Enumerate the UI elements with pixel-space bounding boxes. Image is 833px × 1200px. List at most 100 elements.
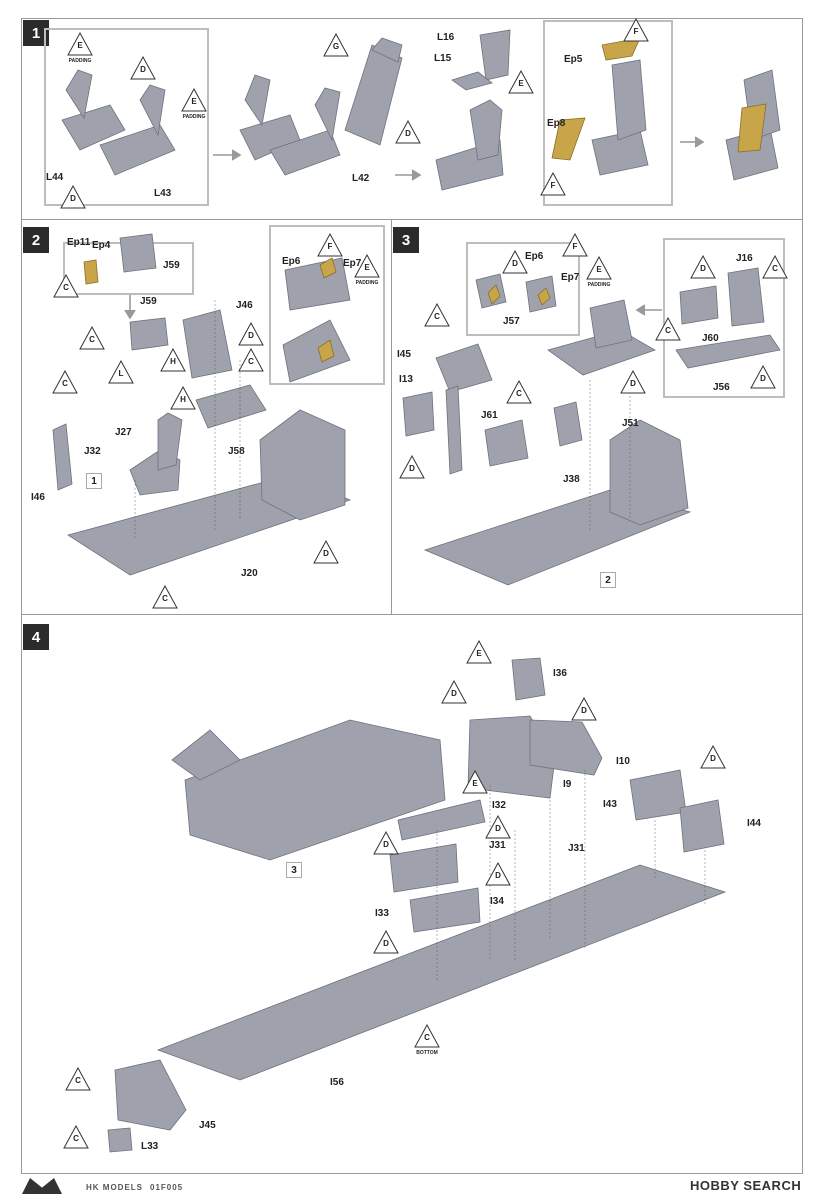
step-number-3: 3 — [393, 227, 419, 253]
step-number-2: 2 — [23, 227, 49, 253]
callout-D: D — [60, 185, 86, 209]
step-4-panel — [21, 614, 803, 1174]
callout-D: D — [395, 120, 421, 144]
callout-D: D — [373, 930, 399, 954]
part-label-I45: I45 — [397, 349, 411, 360]
callout-L: L — [108, 360, 134, 384]
callout-H: H — [160, 348, 186, 372]
part-label-J58: J58 — [228, 446, 245, 457]
part-label-L44: L44 — [46, 172, 64, 183]
part-label-I56: I56 — [330, 1077, 344, 1088]
reference-step-1: 1 — [86, 473, 102, 489]
step1-subassembly-frame — [44, 28, 209, 206]
part-label-Ep7: Ep7 — [343, 258, 362, 269]
callout-D: D — [485, 815, 511, 839]
callout-D: D — [690, 255, 716, 279]
part-label-J51: J51 — [622, 418, 639, 429]
part-label-Ep5: Ep5 — [564, 54, 583, 65]
part-label-L43: L43 — [154, 188, 172, 199]
callout-F: F — [317, 233, 343, 257]
callout-C: C — [63, 1125, 89, 1149]
part-label-L16: L16 — [437, 32, 455, 43]
part-label-I34: I34 — [490, 896, 504, 907]
reference-step-3: 3 — [286, 862, 302, 878]
callout-D: D — [750, 365, 776, 389]
part-label-J61: J61 — [481, 410, 498, 421]
step3-seat-detail-frame — [466, 242, 580, 336]
part-label-J60: J60 — [702, 333, 719, 344]
watermark: HOBBY SEARCH — [690, 1178, 802, 1193]
callout-D: D — [238, 322, 264, 346]
callout-D: D — [571, 697, 597, 721]
callout-F: F — [623, 18, 649, 42]
part-label-Ep11: Ep11 — [67, 237, 91, 248]
callout-C: C — [152, 585, 178, 609]
part-label-J45: J45 — [199, 1120, 216, 1131]
part-label-Ep6: Ep6 — [282, 256, 301, 267]
footer-brand: HK MODELS — [86, 1183, 143, 1192]
callout-D: D — [502, 250, 528, 274]
callout-D: D — [620, 370, 646, 394]
part-label-I33: I33 — [375, 908, 389, 919]
part-label-Ep8: Ep8 — [547, 118, 566, 129]
part-label-J20: J20 — [241, 568, 258, 579]
part-label-J32: J32 — [84, 446, 101, 457]
part-label-I13: I13 — [399, 374, 413, 385]
callout-D: D — [373, 831, 399, 855]
callout-D: D — [399, 455, 425, 479]
part-label-I36: I36 — [553, 668, 567, 679]
part-label-Ep4: Ep4 — [92, 240, 111, 251]
part-label-I10: I10 — [616, 756, 630, 767]
step2-seat-detail-frame — [269, 225, 385, 385]
callout-D: D — [313, 540, 339, 564]
step3-subassembly-frame — [663, 238, 785, 398]
step1-belt-frame — [543, 20, 673, 206]
callout-D: D — [130, 56, 156, 80]
part-label-J27: J27 — [115, 427, 132, 438]
part-label-L33: L33 — [141, 1141, 159, 1152]
callout-C: C — [506, 380, 532, 404]
callout-G: G — [323, 33, 349, 57]
part-label-L15: L15 — [434, 53, 452, 64]
callout-C: C — [424, 303, 450, 327]
part-label-Ep7: Ep7 — [561, 272, 580, 283]
part-label-J57: J57 — [503, 316, 520, 327]
callout-C: C — [65, 1067, 91, 1091]
step-number-4: 4 — [23, 624, 49, 650]
callout-E: E — [462, 770, 488, 794]
callout-D: D — [441, 680, 467, 704]
part-label-I46: I46 — [31, 492, 45, 503]
callout-D: D — [700, 745, 726, 769]
part-label-J59: J59 — [140, 296, 157, 307]
callout-H: H — [170, 386, 196, 410]
part-label-J46: J46 — [236, 300, 253, 311]
part-label-I43: I43 — [603, 799, 617, 810]
part-label-I9: I9 — [563, 779, 572, 790]
part-label-I32: I32 — [492, 800, 506, 811]
callout-F: F — [540, 172, 566, 196]
part-label-J31: J31 — [568, 843, 585, 854]
callout-E: E — [466, 640, 492, 664]
reference-step-2: 2 — [600, 572, 616, 588]
callout-E: E — [508, 70, 534, 94]
callout-C: C — [52, 370, 78, 394]
part-label-J59: J59 — [163, 260, 180, 271]
part-label-J38: J38 — [563, 474, 580, 485]
part-label-J31: J31 — [489, 840, 506, 851]
part-label-Ep6: Ep6 — [525, 251, 544, 262]
callout-C: C — [762, 255, 788, 279]
part-label-I44: I44 — [747, 818, 761, 829]
callout-D: D — [485, 862, 511, 886]
callout-C: C — [79, 326, 105, 350]
callout-C: C — [238, 348, 264, 372]
callout-C: C — [53, 274, 79, 298]
part-label-J16: J16 — [736, 253, 753, 264]
part-label-L42: L42 — [352, 173, 370, 184]
part-label-J56: J56 — [713, 382, 730, 393]
